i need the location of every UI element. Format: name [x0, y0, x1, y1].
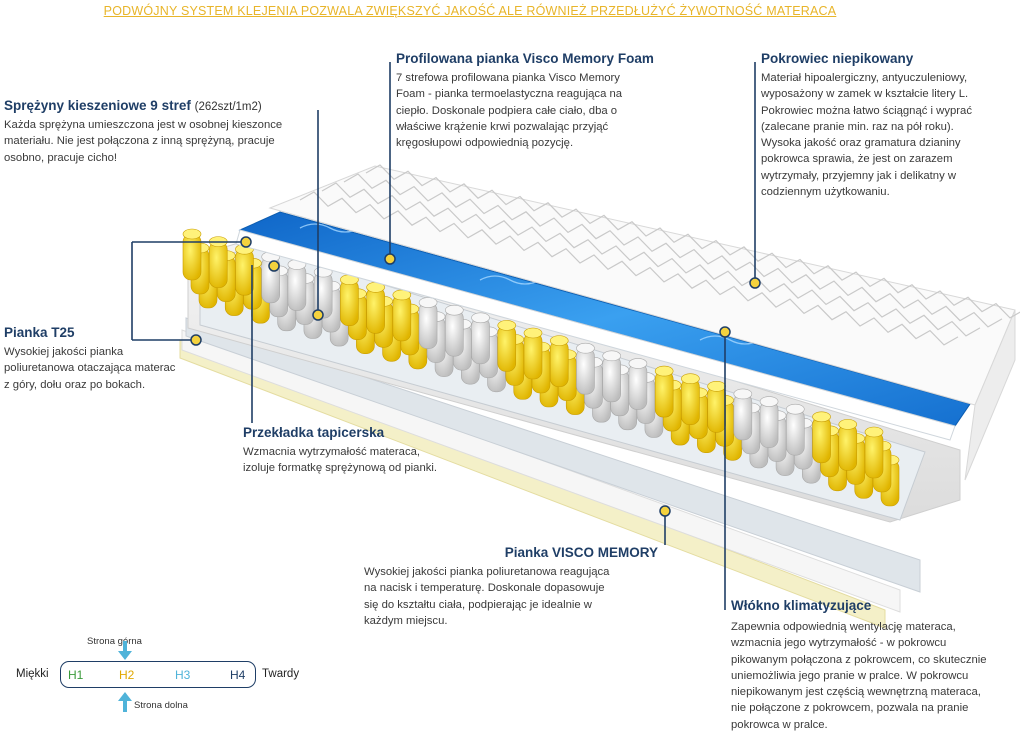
hardness-h1: H1 — [68, 668, 84, 682]
pocket-spring-top — [576, 342, 595, 354]
pocket-spring-top — [418, 297, 438, 308]
quilt-stitch — [365, 164, 1020, 319]
pocket-spring — [418, 302, 438, 349]
soft-label: Miękki — [16, 668, 49, 680]
pocket-spring-top — [549, 335, 569, 346]
pocket-spring — [523, 332, 543, 380]
pocket-spring-top — [523, 327, 543, 339]
pocket-spring — [681, 378, 700, 425]
bottom-foam-layer — [181, 329, 901, 613]
pocket-spring — [707, 386, 726, 433]
cover-title: Pokrowiec niepikowany — [761, 51, 914, 66]
visco-bottom-title: Pianka VISCO MEMORY — [504, 545, 658, 560]
pocket-spring — [340, 279, 359, 326]
cover-desc: Materiał hipoalergiczny, antyuczuleniowy… — [761, 72, 972, 199]
hardness-scale — [60, 661, 256, 688]
visco-bottom-desc: Wysokiej jakości pianka poliuretanowa re… — [364, 566, 610, 627]
springs-title: Sprężyny kieszeniowe 9 stref (262szt/1m2… — [4, 98, 262, 113]
pocket-spring-top — [838, 419, 858, 430]
cover-side — [964, 309, 1016, 481]
pocket-spring — [864, 431, 884, 479]
insert-desc: Wzmacnia wytrzymałość materaca, izoluje … — [243, 446, 438, 475]
pocket-spring-top — [733, 388, 753, 400]
insert-layer — [185, 317, 921, 593]
pocket-spring — [471, 317, 490, 365]
pocket-spring — [812, 416, 831, 464]
pocket-spring — [366, 287, 385, 334]
pocket-spring-top — [182, 228, 202, 240]
foam-t25-desc: Wysokiej jakości pianka poliuretanowa ot… — [4, 346, 176, 391]
springs-block: Sprężyny kieszeniowe 9 stref (262szt/1m2… — [4, 98, 324, 166]
pocket-spring-top — [471, 312, 490, 324]
hardness-h4: H4 — [230, 668, 246, 682]
pocket-spring-top — [681, 373, 700, 384]
visco-top-title: Profilowana pianka Visco Memory Foam — [396, 51, 654, 66]
quilt-stitch — [321, 182, 981, 337]
pocket-spring — [838, 424, 858, 471]
pocket-spring — [602, 355, 621, 403]
pocket-spring — [497, 325, 517, 372]
bottom-side-label: Strona dolna — [134, 700, 188, 711]
down-arrow-icon — [118, 641, 132, 660]
pocket-spring-top — [602, 350, 621, 362]
cover-block: Pokrowiec niepikowany Materiał hipoalerg… — [761, 51, 1011, 200]
springs-desc: Każda sprężyna umieszczona jest w osobne… — [4, 119, 283, 164]
quilt-stitch — [299, 191, 959, 346]
visco-top-desc: 7 strefowa profilowana pianka Visco Memo… — [396, 72, 623, 150]
hardness-h2: H2 — [119, 668, 135, 682]
pocket-spring-top — [628, 358, 648, 369]
pocket-spring-top — [864, 426, 884, 438]
pocket-spring-top — [759, 396, 779, 407]
banner-text: PODWÓJNY SYSTEM KLEJENIA POZWALA ZWIĘKSZ… — [103, 4, 837, 18]
top-side-label: Strona górna — [87, 636, 142, 647]
foam-t25-title: Pianka T25 — [4, 325, 75, 340]
pocket-spring — [235, 248, 254, 296]
pocket-spring — [182, 233, 202, 281]
pocket-spring-top — [707, 381, 726, 392]
leader-dots — [190, 236, 761, 517]
pocket-spring — [445, 309, 464, 357]
pocket-spring — [576, 347, 595, 395]
pocket-spring-top — [786, 403, 805, 415]
foam-t25-block: Pianka T25 Wysokiej jakości pianka poliu… — [4, 325, 204, 393]
pocket-spring — [733, 393, 753, 441]
pocket-spring — [287, 264, 307, 311]
pocket-spring-top — [654, 365, 674, 377]
pocket-spring — [628, 363, 648, 410]
pocket-spring-top — [812, 411, 831, 423]
hardness-h3: H3 — [175, 668, 191, 682]
pocket-spring — [759, 401, 779, 448]
pocket-spring-top — [497, 320, 517, 331]
visco-bottom-block: Pianka VISCO MEMORY Wysokiej jakości pia… — [364, 545, 664, 629]
fiber-desc: Zapewnia odpowiednią wentylację materaca… — [731, 621, 987, 731]
leader-lines — [131, 62, 756, 610]
fiber-block: Włókno klimatyzujące Zapewnia odpowiedni… — [731, 598, 1016, 733]
insert-title: Przekładka tapicerska — [243, 425, 385, 440]
pocket-spring-top — [445, 304, 464, 316]
quilt-stitch — [343, 173, 1003, 328]
pocket-spring — [786, 408, 805, 456]
insert-block: Przekładka tapicerska Wzmacnia wytrzymał… — [243, 425, 503, 477]
pocket-spring — [549, 340, 569, 387]
spring-rows — [182, 228, 900, 507]
hard-label: Twardy — [262, 668, 300, 680]
fiber-title: Włókno klimatyzujące — [731, 598, 872, 613]
visco-top-block: Profilowana pianka Visco Memory Foam 7 s… — [396, 51, 661, 151]
pocket-spring — [654, 370, 674, 418]
pocket-spring — [208, 241, 228, 288]
pocket-spring — [392, 294, 412, 342]
up-arrow-icon — [118, 692, 132, 712]
